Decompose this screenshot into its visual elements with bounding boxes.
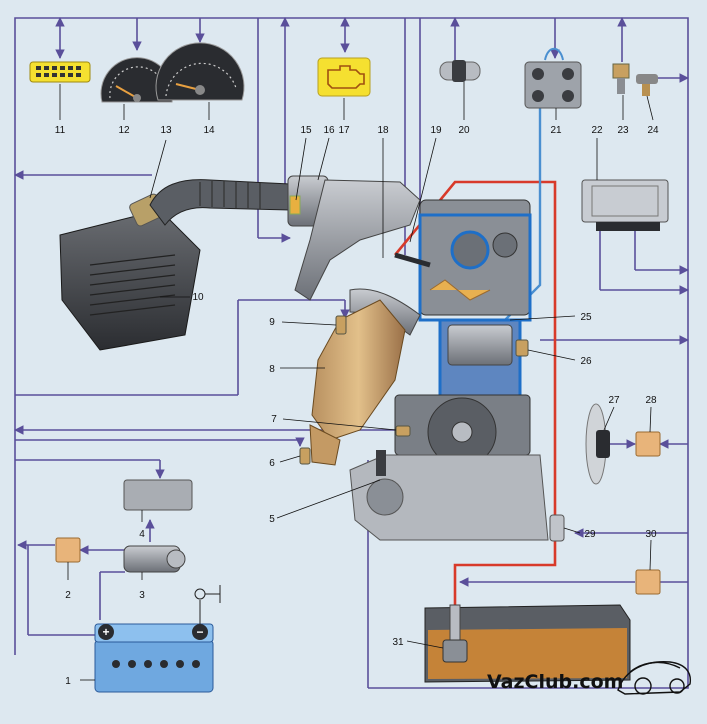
callout-12: 12: [118, 125, 130, 136]
callout-26: 26: [580, 356, 592, 367]
battery-plus-sign: +: [102, 625, 109, 639]
ignition-switch: [123, 545, 186, 573]
callout-18: 18: [377, 125, 389, 136]
callout-20: 20: [458, 125, 470, 136]
fan-relay: [635, 431, 661, 457]
intake-manifold: [294, 179, 421, 301]
callout-4: 4: [139, 529, 145, 540]
check-engine-lamp: [317, 57, 371, 97]
callout-13: 13: [160, 125, 172, 136]
relay-module-4: [123, 479, 193, 511]
callout-16: 16: [323, 125, 335, 136]
air-filter-housing: [59, 209, 201, 351]
ecu-controller: [581, 179, 669, 231]
knock-sensor-26: [515, 339, 529, 357]
callout-7: 7: [271, 414, 277, 425]
callout-30: 30: [645, 529, 657, 540]
callout-31: 31: [392, 637, 404, 648]
callout-14: 14: [203, 125, 215, 136]
oxygen-sensor-6: [299, 447, 311, 465]
callout-27: 27: [608, 395, 620, 406]
callout-24: 24: [647, 125, 659, 136]
ignition-coil: [524, 47, 582, 109]
callout-10: 10: [192, 292, 204, 303]
battery-minus-sign: −: [196, 625, 203, 639]
callout-1: 1: [65, 676, 71, 687]
callout-28: 28: [645, 395, 657, 406]
callout-11: 11: [55, 125, 66, 136]
speedometer-gauge: [155, 42, 245, 101]
callout-labels: 1 2 3 4 5 6 7 8 9 10 11 12 13 14 15 16 1…: [55, 125, 659, 687]
wiring-harness: [14, 17, 689, 689]
callout-5: 5: [269, 514, 275, 525]
callout-6: 6: [269, 458, 275, 469]
sensor-23: [612, 63, 630, 94]
watermark-text: VazClub.com: [487, 671, 623, 693]
transmission: [349, 450, 549, 541]
fuel-pump-relay: [635, 569, 661, 595]
sensor-20: [439, 60, 481, 82]
car-logo-icon: [617, 661, 692, 695]
coolant-sensor-7: [395, 425, 411, 437]
catalytic-converter: [309, 299, 406, 466]
callout-19: 19: [430, 125, 442, 136]
callout-2: 2: [65, 590, 71, 601]
battery: [94, 585, 221, 693]
engine-block: [394, 199, 532, 467]
callout-25: 25: [580, 312, 592, 323]
fuse-relay-2: [55, 537, 81, 563]
callout-23: 23: [617, 125, 629, 136]
callout-3: 3: [139, 590, 145, 601]
fuel-filter: [549, 514, 565, 542]
fuel-tank: [424, 604, 631, 683]
callout-29: 29: [584, 529, 596, 540]
callout-21: 21: [550, 125, 562, 136]
vazclub-watermark: VazClub.com: [487, 661, 692, 695]
callout-22: 22: [591, 125, 603, 136]
air-intake-hose: [149, 179, 291, 226]
leader-lines: [59, 82, 654, 681]
callout-8: 8: [269, 364, 275, 375]
cooling-fan: [585, 403, 610, 485]
callout-15: 15: [300, 125, 312, 136]
callout-9: 9: [269, 317, 275, 328]
sensor-24: [636, 74, 658, 96]
oxygen-sensor-9: [335, 315, 347, 335]
diagnostic-connector: [29, 61, 91, 83]
callout-17: 17: [338, 125, 350, 136]
